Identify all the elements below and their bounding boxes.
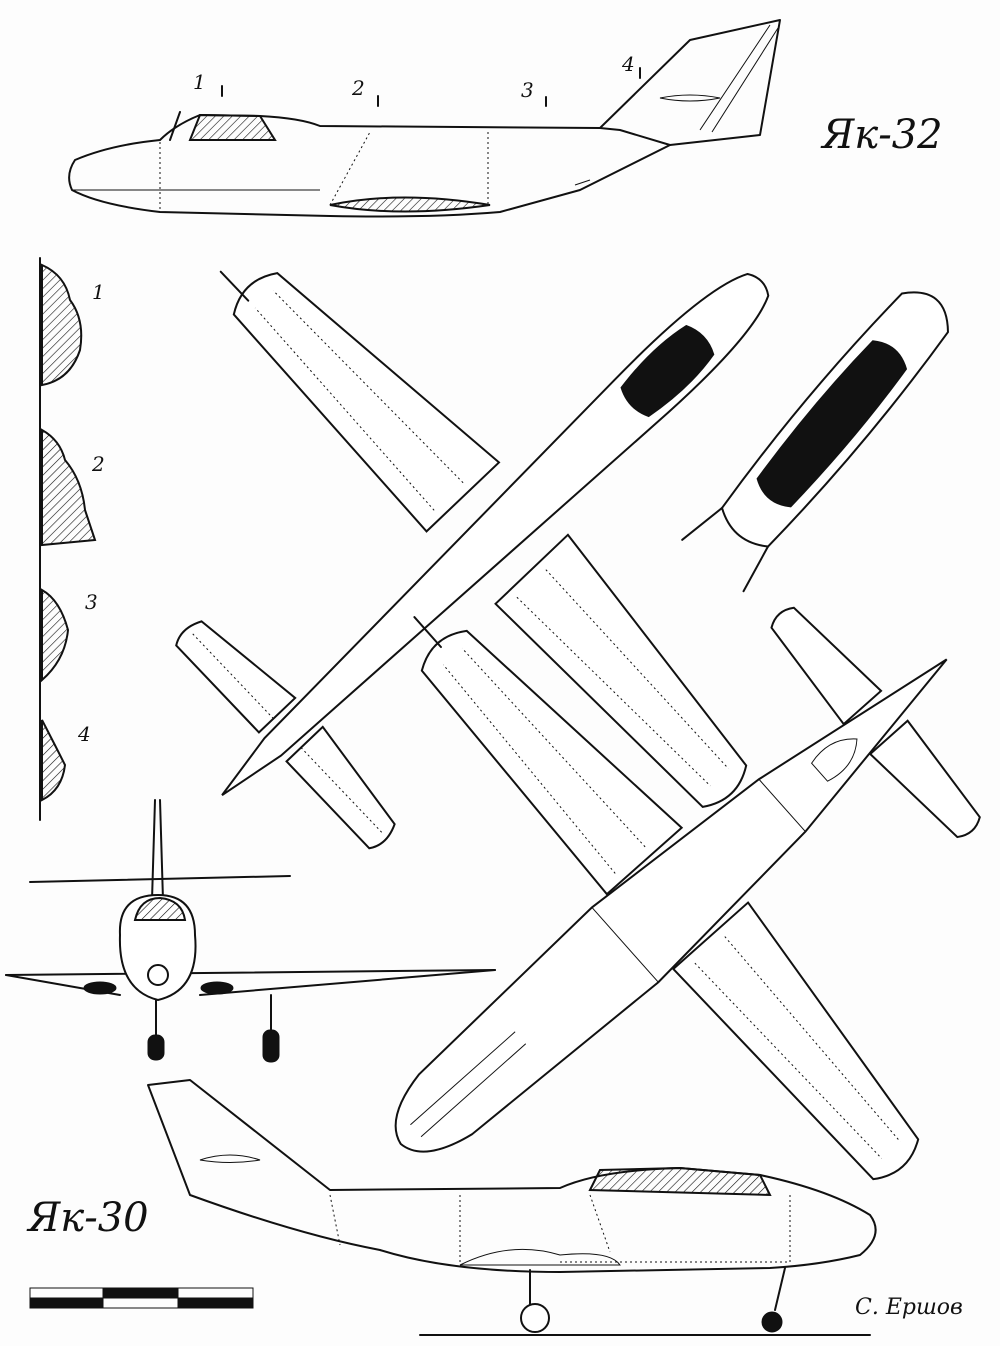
section-label-3: 3: [85, 590, 98, 614]
section-marker-3: 3: [521, 78, 534, 102]
yak30-side-view: [147, 1079, 877, 1336]
author-signature: С. Ершов: [855, 1295, 963, 1320]
yak32-title: Як-32: [822, 112, 943, 158]
section-label-1: 1: [92, 280, 105, 304]
section-marker-2: 2: [352, 76, 365, 100]
section-marker-4: 4: [622, 52, 635, 76]
yak30-front-view: [5, 799, 496, 1063]
cross-sections: [39, 257, 97, 821]
yak30-title: Як-30: [28, 1195, 149, 1241]
section-label-2: 2: [92, 452, 105, 476]
canopy-detail: [681, 291, 949, 593]
scale-bar: [29, 1287, 254, 1309]
section-marker-1: 1: [193, 70, 206, 94]
yak30-plan-view: [394, 606, 981, 1181]
section-label-4: 4: [78, 722, 91, 746]
yak32-side-view: [68, 19, 781, 218]
yak32-plan-view: [175, 270, 770, 850]
